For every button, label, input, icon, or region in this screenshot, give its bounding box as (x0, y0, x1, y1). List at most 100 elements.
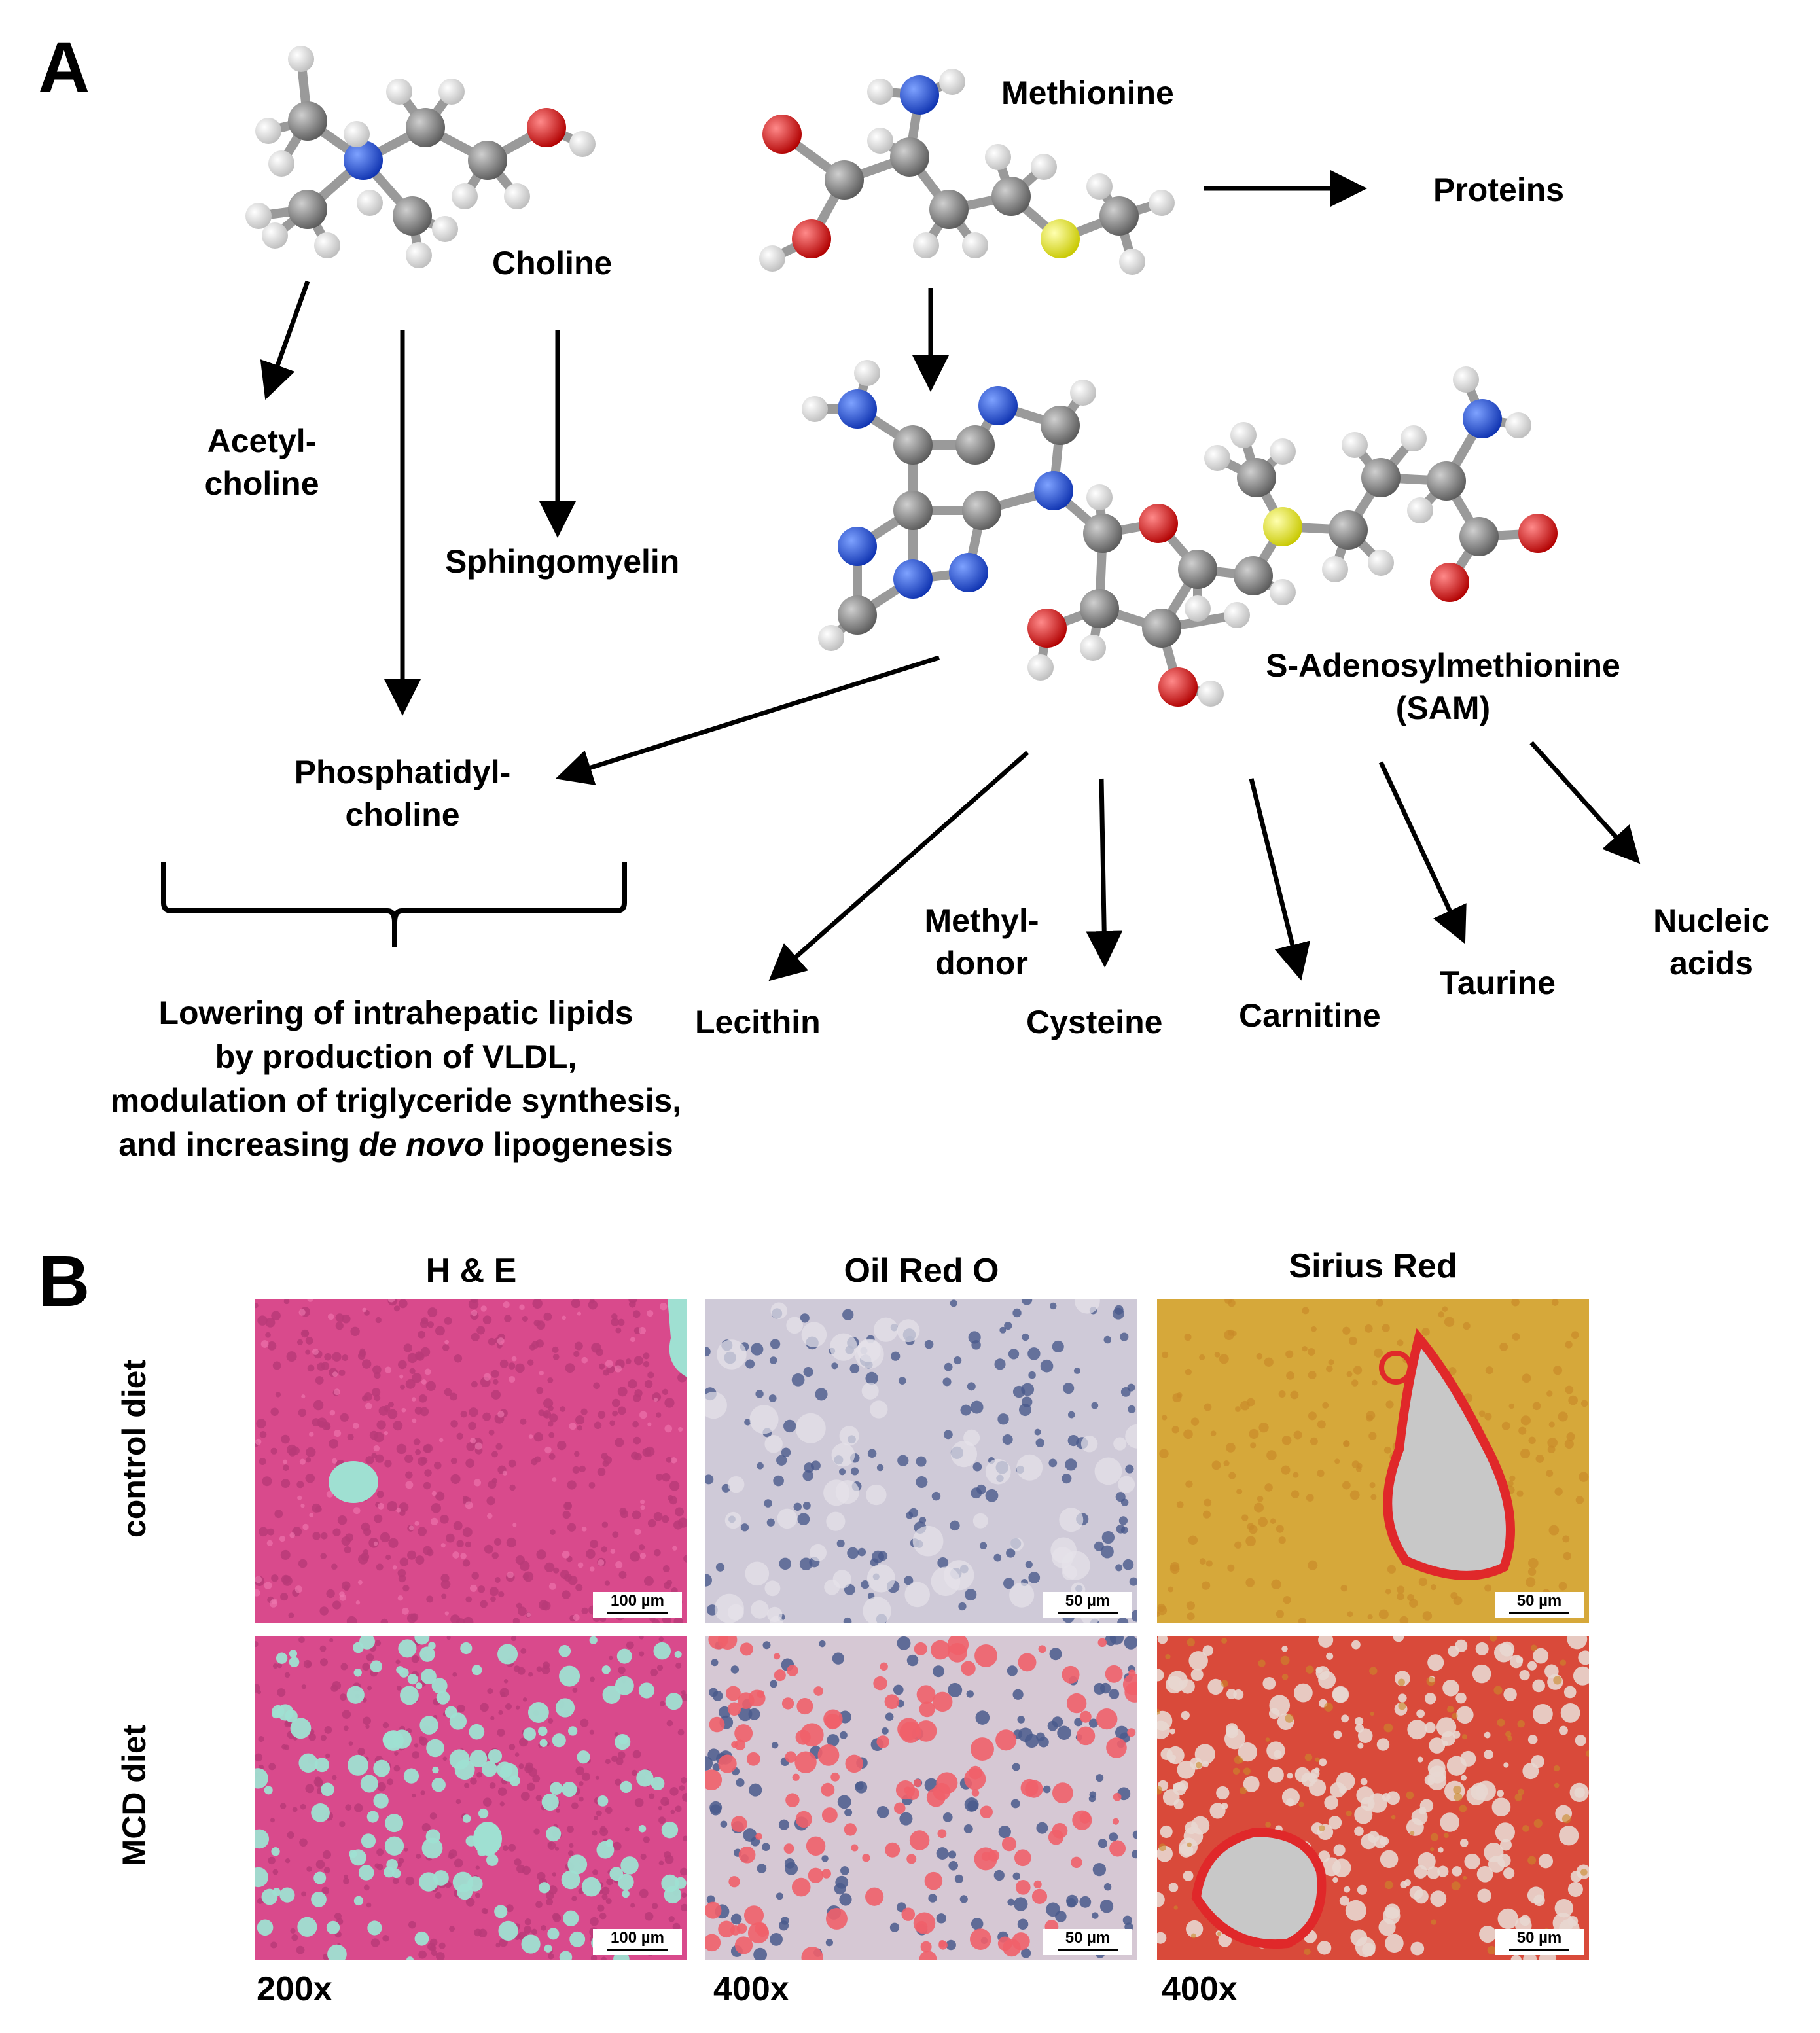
nucleus (1003, 1578, 1014, 1589)
cytoplasm-spot (302, 1523, 309, 1530)
nucleus (942, 1377, 952, 1387)
hepatocyte-nucleus (1499, 1342, 1508, 1351)
nucleus (418, 1394, 427, 1403)
pale-region (1125, 1424, 1137, 1449)
nucleus (615, 1438, 624, 1447)
hepatocyte-nucleus (1348, 1336, 1357, 1345)
lipid-droplet (734, 1739, 746, 1751)
nucleus (258, 1735, 264, 1742)
nucleus (366, 1653, 374, 1661)
nucleus (593, 1382, 600, 1390)
nucleus (300, 1329, 310, 1338)
outcome-text: Lowering of intrahepatic lipids by produ… (69, 991, 723, 1167)
nucleus (524, 1925, 532, 1934)
nucleus (1092, 1862, 1107, 1877)
nucleus (543, 1398, 554, 1409)
pale-region (809, 1544, 827, 1561)
collagen-ring (1379, 1351, 1413, 1385)
pale-region (764, 1435, 783, 1453)
lipid-vacuole (1476, 1865, 1493, 1883)
nucleus (300, 1803, 306, 1810)
choline-molecule (245, 46, 596, 268)
nucleus (371, 1453, 377, 1459)
nucleus (603, 1369, 610, 1376)
nucleus (1050, 1302, 1057, 1310)
carbon-atom (893, 491, 933, 530)
hepatocyte-nucleus (1227, 1564, 1235, 1572)
nucleus (620, 1510, 629, 1519)
hepatocyte-nucleus (1186, 1601, 1195, 1610)
lipid-vacuole (1361, 1796, 1375, 1811)
nucleus (370, 1938, 380, 1947)
nucleus (489, 1587, 499, 1597)
cytoplasm-spot (332, 1371, 338, 1377)
nucleus (544, 1562, 555, 1572)
nucleus (515, 1705, 520, 1710)
nucleus (493, 1379, 499, 1385)
nucleus (405, 1876, 415, 1886)
lipid-droplet (783, 1843, 794, 1854)
label-taurine: Taurine (1440, 964, 1556, 1001)
nucleus (575, 1766, 584, 1775)
pale-region (835, 1479, 860, 1504)
nucleus (1007, 1665, 1018, 1676)
lipid-vacuole (1400, 1881, 1408, 1888)
nucleus (1114, 1305, 1124, 1315)
nucleus (647, 1519, 656, 1528)
label-sam-line2: (SAM) (1395, 690, 1491, 726)
nucleus (378, 1405, 389, 1416)
pale-region (1016, 1454, 1043, 1481)
nucleus (393, 1305, 401, 1312)
lipid-vacuole (1317, 1941, 1332, 1955)
hepatocyte-nucleus (1185, 1368, 1192, 1375)
nucleus (453, 1521, 463, 1530)
lipid-droplet (1015, 1879, 1031, 1895)
cytoplasm-spot (352, 1423, 359, 1429)
nucleus (611, 1398, 620, 1407)
nucleus (650, 1669, 658, 1676)
nucleus (617, 1406, 626, 1415)
lipid-vacuole (1318, 1671, 1336, 1689)
nucleus (601, 1956, 607, 1960)
lipid-vacuole (1427, 1654, 1444, 1671)
cytoplasm-spot (289, 1532, 295, 1538)
nucleus (1062, 1474, 1072, 1484)
hydrogen-atom (1342, 432, 1368, 458)
nucleus (681, 1903, 687, 1912)
nucleus (773, 1475, 784, 1487)
nucleus (1125, 1464, 1134, 1474)
nitrogen-atom (900, 75, 939, 115)
lipid-vacuole (279, 1887, 295, 1903)
lipid-droplet (1106, 1737, 1127, 1758)
label-acetylcholine-line2: choline (204, 465, 319, 502)
nucleus (705, 1347, 711, 1357)
nucleus (444, 1388, 452, 1396)
nucleus (337, 1515, 348, 1525)
lipid-vacuole (1437, 1865, 1449, 1877)
hepatocyte-nucleus (1265, 1821, 1271, 1828)
cytoplasm-spot (562, 1551, 570, 1559)
hepatocyte-nucleus (1157, 1708, 1160, 1715)
lipid-vacuole (664, 1886, 682, 1904)
oxygen-atom (1027, 609, 1067, 648)
nucleus (412, 1751, 419, 1759)
cytoplasm-spot (392, 1565, 397, 1570)
lipid-vacuole (538, 1726, 548, 1737)
lipid-vacuole (471, 1665, 482, 1676)
cytoplasm-spot (387, 1299, 395, 1303)
carbon-atom (1237, 458, 1276, 497)
lipid-droplet (937, 1829, 947, 1839)
lipid-vacuole (1533, 1703, 1553, 1724)
label-nucleic-acids-line1: Nucleic (1653, 902, 1770, 939)
hepatocyte-nucleus (1398, 1678, 1405, 1686)
lipid-droplet (1052, 1782, 1073, 1804)
lipid-vacuole (1438, 1847, 1444, 1853)
hydrogen-atom (1204, 445, 1230, 471)
lipid-vacuole (1567, 1636, 1588, 1650)
nucleus (552, 1353, 560, 1360)
lipid-droplet (813, 1686, 823, 1696)
lipid-droplet (1052, 1823, 1068, 1839)
methionine-molecule (759, 69, 1175, 275)
hepatocyte-nucleus (1571, 1331, 1579, 1339)
nucleus (533, 1828, 540, 1835)
